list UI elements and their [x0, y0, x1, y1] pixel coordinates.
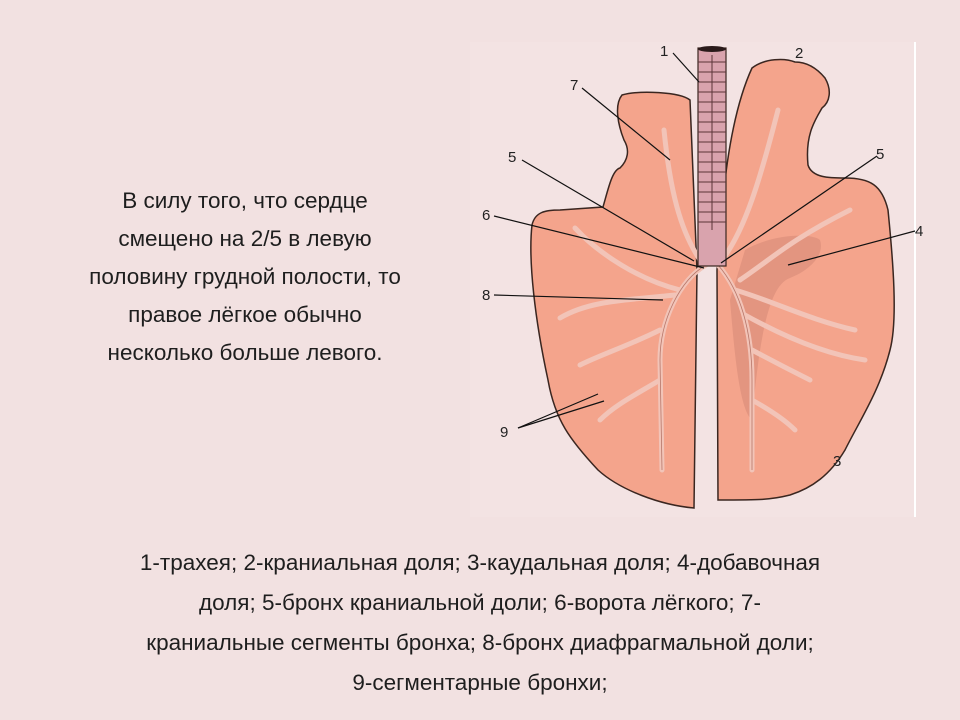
caption-line: доля; 5-бронх краниальной доли; 6-ворота…: [199, 590, 761, 615]
side-text-line: смещено на 2/5 в левую: [118, 226, 372, 251]
figure-caption: 1-трахея; 2-краниальная доля; 3-каудальн…: [20, 543, 940, 703]
caption-line: 9-сегментарные бронхи;: [352, 670, 608, 695]
label-7: 7: [570, 77, 578, 94]
label-5-right: 5: [876, 146, 884, 163]
side-text-line: В силу того, что сердце: [122, 188, 368, 213]
label-5-left: 5: [508, 149, 516, 166]
label-6: 6: [482, 207, 490, 224]
label-1: 1: [660, 43, 668, 60]
trachea: [697, 46, 727, 267]
label-2: 2: [795, 45, 803, 62]
label-3: 3: [833, 453, 841, 470]
side-text-line: правое лёгкое обычно: [128, 302, 362, 327]
label-8: 8: [482, 287, 490, 304]
side-text-line: половину грудной полости, то: [89, 264, 401, 289]
bronchial-tree-outline: [659, 264, 753, 471]
label-4: 4: [915, 223, 923, 240]
side-description: В силу того, что сердце смещено на 2/5 в…: [30, 182, 460, 372]
side-text-line: несколько больше левого.: [107, 340, 383, 365]
caption-line: 1-трахея; 2-краниальная доля; 3-каудальн…: [139, 550, 821, 575]
leader-lines: [493, 52, 916, 429]
caption-line: краниальные сегменты бронха; 8-бронх диа…: [146, 630, 814, 655]
label-9: 9: [500, 424, 508, 441]
